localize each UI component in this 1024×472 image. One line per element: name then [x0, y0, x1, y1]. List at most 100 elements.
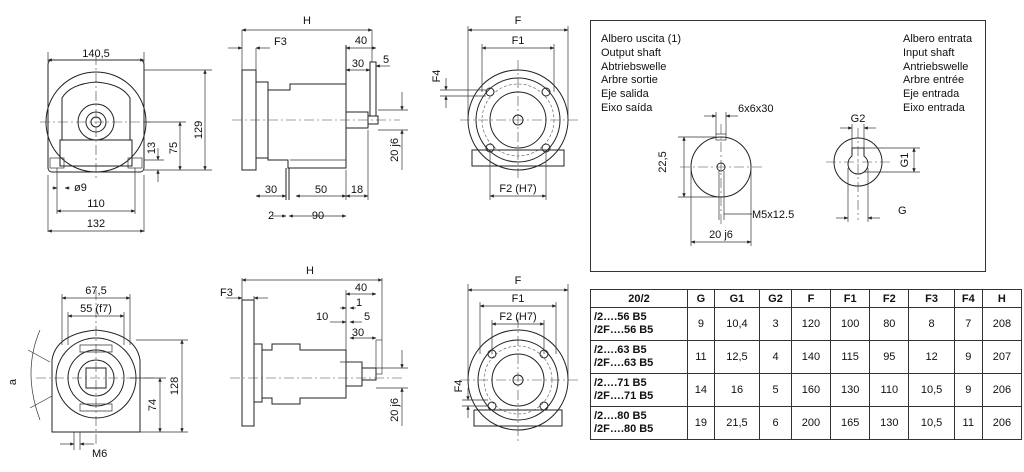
dim-13: 13 [146, 142, 158, 154]
row-variant: /2….80 B5/2F….80 B5 [590, 406, 688, 440]
diameter-20j6: 20 j6 [709, 229, 733, 241]
cell: 11 [687, 340, 715, 374]
flange-view-bottom: F F1 F2 (H7) F4 [453, 275, 580, 442]
dim-F3-top: F3 [274, 36, 287, 48]
cell: 206 [981, 406, 1023, 440]
cell: 6 [759, 406, 792, 440]
cell: 21,5 [713, 406, 761, 440]
dim-20j6-top: 20 j6 [389, 138, 401, 162]
cell: 206 [981, 373, 1023, 407]
dim-5-bottom: 5 [364, 311, 370, 323]
output-name-es: Eje salida [601, 88, 649, 101]
table-header-row: 20/2 G G1 G2 F F1 F2 F3 F4 H [590, 289, 1023, 308]
col-F4: F4 [953, 289, 983, 308]
dim-H-top: H [303, 15, 311, 27]
output-shaft-names: Albero uscita (1) Output shaft Abtriebsw… [601, 33, 681, 116]
cell: 160 [790, 373, 832, 407]
dim-30-top: 30 [352, 58, 364, 70]
col-G1: G1 [713, 289, 761, 308]
dim-110: 110 [87, 198, 105, 210]
flange-view-top: F F1 F2 (H7) F4 [431, 15, 580, 200]
dim-F1-top: F1 [512, 35, 525, 47]
input-name-en: Input shaft [903, 46, 955, 59]
cell: 10,4 [713, 307, 761, 341]
cell: 208 [981, 307, 1023, 341]
cell: 95 [869, 340, 910, 374]
cell: 10,5 [908, 373, 955, 407]
dim-M6: M6 [92, 448, 107, 460]
cell: 12 [908, 340, 955, 374]
cell: 140 [790, 340, 832, 374]
output-name-en: Output shaft [601, 46, 661, 59]
dim-128: 128 [169, 377, 181, 395]
cell: 207 [981, 340, 1023, 374]
col-F3: F3 [908, 289, 955, 308]
cell: 130 [830, 373, 871, 407]
cell: 9 [687, 307, 715, 341]
cell: 8 [908, 307, 955, 341]
cell: 110 [869, 373, 910, 407]
input-shaft-names: Albero entrata Input shaft Antriebswelle… [903, 33, 972, 116]
front-view-top: 140,5 129 75 13 ø9 110 132 [40, 48, 212, 233]
dim-F2-bottom: F2 (H7) [499, 311, 536, 323]
dim-132: 132 [87, 218, 105, 230]
output-name-it: Albero uscita (1) [601, 33, 682, 45]
dim-10-bottom: 10 [316, 311, 328, 323]
dim-F2-top: F2 (H7) [499, 183, 536, 195]
dim-30-bottom: 30 [352, 327, 364, 339]
dim-1-bottom: 1 [356, 297, 362, 309]
dim-F-bottom: F [515, 275, 522, 287]
dim-2-top: 2 [268, 210, 274, 222]
cell: 11 [953, 406, 983, 440]
dim-40-bottom: 40 [355, 282, 367, 294]
cell: 19 [687, 406, 715, 440]
height-22-5: 22,5 [657, 151, 669, 172]
g1-label: G1 [899, 153, 911, 168]
input-name-fr: Arbre entrée [903, 74, 965, 87]
dim-75: 75 [168, 142, 180, 154]
cell: 7 [953, 307, 983, 341]
col-G2: G2 [759, 289, 792, 308]
cell: 120 [790, 307, 832, 341]
input-name-de: Antriebswelle [903, 60, 969, 73]
dim-129: 129 [193, 121, 205, 139]
dimension-table: 20/2 G G1 G2 F F1 F2 F3 F4 H /2….56 B5/2… [590, 289, 1023, 440]
dim-90-top: 90 [312, 210, 324, 222]
cell: 3 [759, 307, 792, 341]
dim-5-top: 5 [383, 54, 389, 66]
thread-label: M5x12.5 [752, 209, 794, 221]
output-name-de: Abtriebswelle [601, 60, 667, 73]
dim-74: 74 [147, 399, 159, 411]
cell: 130 [869, 406, 910, 440]
input-name-it: Albero entrata [903, 33, 973, 45]
cell: 115 [830, 340, 871, 374]
row-variant: /2….71 B5/2F….71 B5 [590, 373, 688, 407]
dim-55-f7: 55 (f7) [80, 303, 112, 315]
cell: 165 [830, 406, 871, 440]
shaft-detail-box: Albero uscita (1) Output shaft Abtriebsw… [590, 20, 986, 272]
dim-30b-top: 30 [265, 184, 277, 196]
side-view-top: H F3 40 30 5 20 j6 30 50 18 2 90 [228, 15, 408, 222]
cell: 5 [759, 373, 792, 407]
dim-F3-bottom: F3 [220, 287, 233, 299]
dim-67-5: 67,5 [85, 285, 106, 297]
cell: 80 [869, 307, 910, 341]
cell: 4 [759, 340, 792, 374]
table-row: /2….80 B5/2F….80 B5 19 21,5 6 200 165 13… [590, 406, 1023, 440]
table-row: /2….63 B5/2F….63 B5 11 12,5 4 140 115 95… [590, 340, 1023, 374]
dim-F1-bottom: F1 [512, 293, 525, 305]
cell: 100 [830, 307, 871, 341]
g2-label: G2 [851, 113, 866, 125]
row-variant: /2….56 B5/2F….56 B5 [590, 307, 688, 341]
dim-140-5: 140,5 [82, 48, 110, 60]
col-F: F [790, 289, 832, 308]
input-name-es: Eje entrada [903, 88, 960, 101]
col-H: H [981, 289, 1023, 308]
dim-20j6-bottom: 20 j6 [389, 398, 401, 422]
cell: 12,5 [713, 340, 761, 374]
cell: 9 [953, 340, 983, 374]
row-variant: /2….63 B5/2F….63 B5 [590, 340, 688, 374]
dim-50-top: 50 [315, 184, 327, 196]
output-name-fr: Arbre sortie [601, 74, 658, 87]
